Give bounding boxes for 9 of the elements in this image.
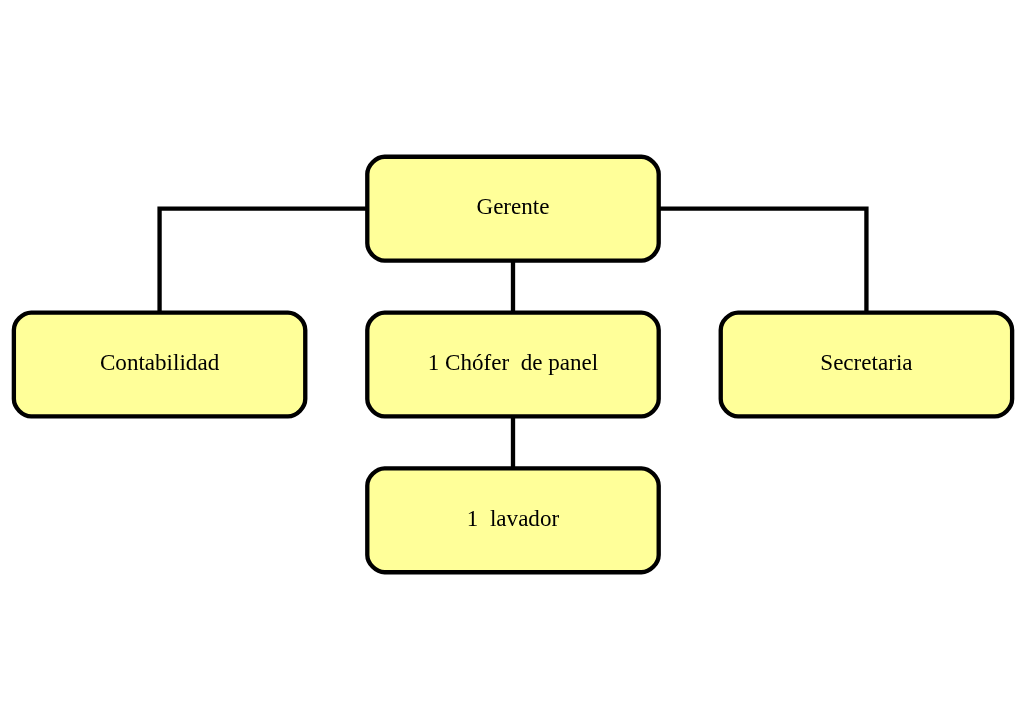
node-box: Contabilidad [11, 309, 308, 419]
node-box: 1 Chófer de panel [365, 309, 661, 419]
connector [510, 260, 516, 312]
connector [658, 206, 869, 312]
node-box: 1 lavador [365, 465, 661, 574]
connector [157, 206, 368, 312]
node-box: Secretaria [718, 309, 1015, 419]
node-box: Gerente [365, 154, 661, 263]
connector [510, 416, 516, 468]
